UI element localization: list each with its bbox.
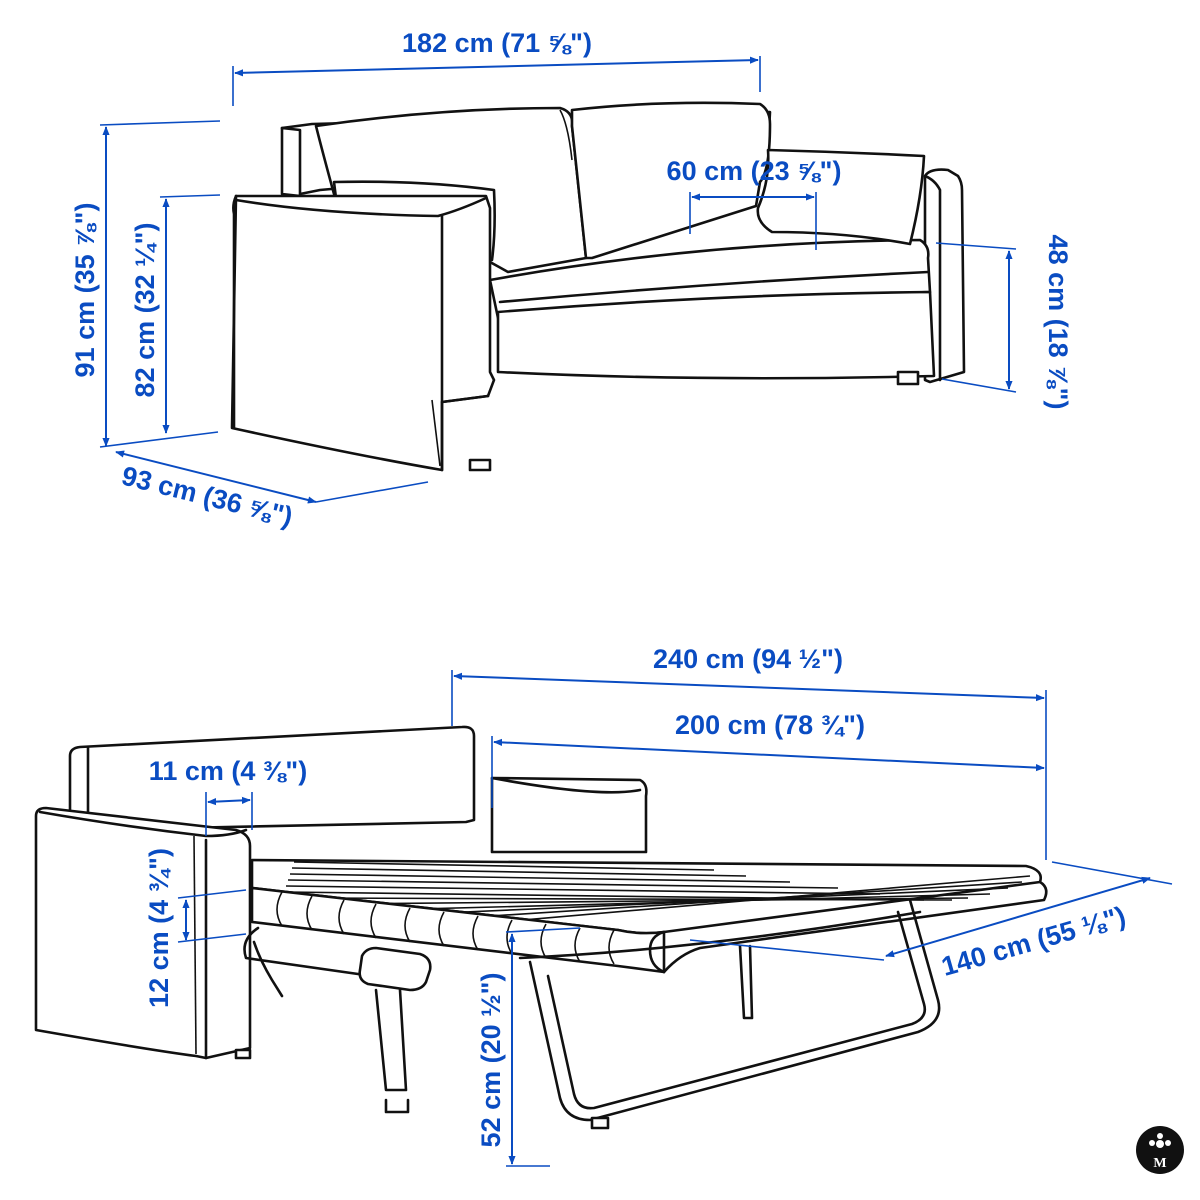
bed-dimensions <box>177 670 1173 1167</box>
bed-total-length-label: 240 cm (94 ½") <box>653 644 843 674</box>
sofa-depth-label: 93 cm (36 ⅝") <box>119 461 296 532</box>
sofa-total-height-label: 91 cm (35 ⅞") <box>70 203 100 378</box>
sofa-seat-depth-label: 60 cm (23 ⅝") <box>667 156 842 186</box>
sofa-arm-height-label: 82 cm (32 ¼") <box>130 223 160 398</box>
monogram-badge-icon: M <box>1136 1126 1184 1174</box>
bed-height-label: 52 cm (20 ½") <box>476 973 506 1148</box>
sofa-width-label: 182 cm (71 ⅝") <box>402 28 592 58</box>
sofa-dimensions <box>99 56 1017 504</box>
bed-mattress-thickness-label: 12 cm (4 ¾") <box>144 848 174 1008</box>
bed-mattress-length-label: 200 cm (78 ¾") <box>675 710 865 740</box>
bed-armrest-width-label: 11 cm (4 ⅜") <box>149 756 307 786</box>
sofa-seat-height-label: 48 cm (18 ⅞") <box>1043 235 1073 410</box>
bed-illustration <box>34 725 1048 1130</box>
monogram-text: M <box>1153 1156 1166 1171</box>
sofa-illustration <box>230 101 966 472</box>
